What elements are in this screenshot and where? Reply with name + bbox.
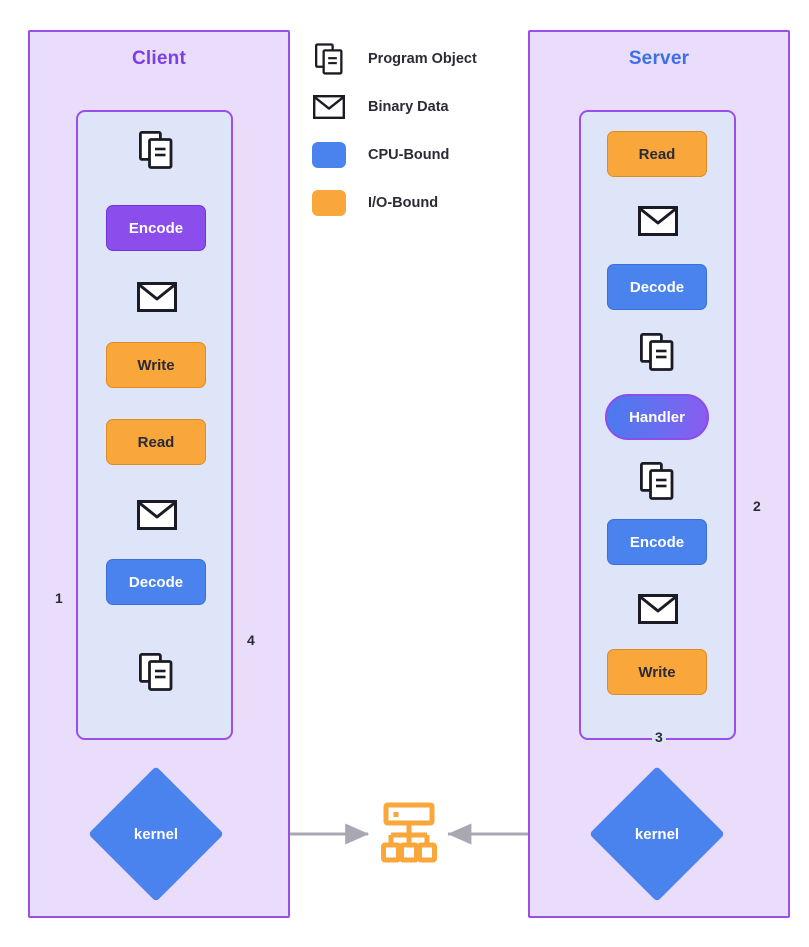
server-binary-data-icon-2 xyxy=(637,590,679,628)
client-binary-data-icon-1 xyxy=(136,278,178,316)
client-encode-node[interactable]: Encode xyxy=(106,205,206,251)
server-program-object-icon-2 xyxy=(637,459,677,503)
network-topology-icon xyxy=(378,800,440,868)
client-read-node[interactable]: Read xyxy=(106,419,206,465)
program-object-icon xyxy=(310,42,348,76)
legend-label-io-bound: I/O-Bound xyxy=(368,195,439,211)
client-program-object-icon-1 xyxy=(136,128,176,172)
cpu-bound-swatch xyxy=(312,142,346,168)
route-label-3: 3 xyxy=(652,729,666,745)
io-bound-swatch-icon xyxy=(310,186,348,220)
server-binary-data-icon-1 xyxy=(637,202,679,240)
binary-data-icon xyxy=(310,90,348,124)
server-decode-node[interactable]: Decode xyxy=(607,264,707,310)
server-encode-node[interactable]: Encode xyxy=(607,519,707,565)
legend-label-program-object: Program Object xyxy=(368,51,477,67)
client-program-object-icon-2 xyxy=(136,650,176,694)
io-bound-swatch xyxy=(312,190,346,216)
cpu-bound-swatch-icon xyxy=(310,138,348,172)
client-kernel-label: kernel xyxy=(133,825,179,843)
legend: Program Object Binary Data CPU-Bound I/O… xyxy=(310,38,540,238)
legend-item-binary-data: Binary Data xyxy=(310,90,449,124)
server-zone-title: Server xyxy=(628,48,690,69)
server-kernel-node[interactable]: kernel xyxy=(589,766,725,902)
client-decode-node[interactable]: Decode xyxy=(106,559,206,605)
client-binary-data-icon-2 xyxy=(136,496,178,534)
route-label-2: 2 xyxy=(750,498,764,514)
legend-item-program-object: Program Object xyxy=(310,42,477,76)
legend-label-cpu-bound: CPU-Bound xyxy=(368,147,450,163)
client-kernel-node[interactable]: kernel xyxy=(88,766,224,902)
server-write-node[interactable]: Write xyxy=(607,649,707,695)
route-label-1: 1 xyxy=(52,590,66,606)
server-handler-node[interactable]: Handler xyxy=(605,394,709,440)
server-program-object-icon-1 xyxy=(637,330,677,374)
legend-item-cpu-bound: CPU-Bound xyxy=(310,138,449,172)
client-write-node[interactable]: Write xyxy=(106,342,206,388)
route-label-4: 4 xyxy=(244,632,258,648)
client-zone-title: Client xyxy=(132,48,186,69)
legend-label-binary-data: Binary Data xyxy=(368,99,449,115)
server-read-node[interactable]: Read xyxy=(607,131,707,177)
server-kernel-label: kernel xyxy=(634,825,680,843)
legend-item-io-bound: I/O-Bound xyxy=(310,186,438,220)
